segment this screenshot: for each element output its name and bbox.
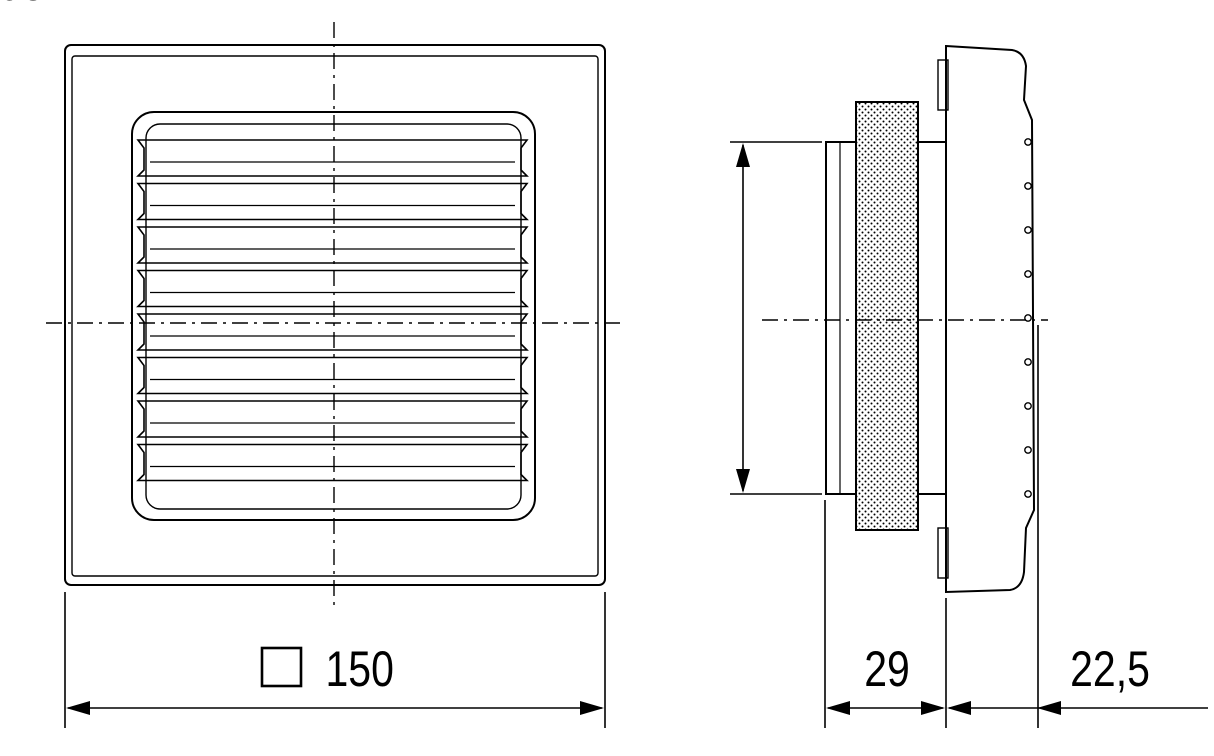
louvre-slat	[136, 226, 529, 264]
louvre-pivot	[1024, 446, 1032, 454]
clip-bottom	[937, 527, 949, 579]
inner-frame	[71, 55, 599, 577]
louvre-pivot	[1024, 226, 1032, 234]
square-icon	[260, 646, 303, 688]
offset-arrow-left	[947, 701, 971, 715]
louvre-slat	[136, 313, 529, 351]
width-arrow-right	[580, 701, 604, 715]
width-dimension	[64, 592, 606, 728]
louvre-pivot	[1024, 138, 1032, 146]
width-label: 150	[326, 641, 394, 697]
diameter-label: Ø 98	[0, 0, 44, 11]
louvre-pivots	[1024, 138, 1032, 498]
louvre-slat	[136, 356, 529, 395]
louvre-slat	[136, 400, 529, 438]
offset-label: 22,5	[1070, 641, 1150, 697]
filter-block	[855, 101, 919, 531]
louvre-pivot	[1024, 490, 1032, 498]
louvre-pivot	[1024, 314, 1032, 322]
diameter-dimension	[730, 141, 822, 495]
depth-dimensions	[824, 325, 1208, 728]
depth-arrow-right	[921, 701, 945, 715]
louvre-slat	[136, 182, 529, 221]
louvre-pivot	[1024, 270, 1032, 278]
louvre-group	[136, 139, 529, 482]
cover-housing	[945, 44, 1036, 594]
louvre-pivot	[1024, 182, 1032, 190]
spigot-right-body	[917, 141, 947, 495]
louvre-pivot	[1024, 402, 1032, 410]
offset-arrow-right	[1037, 701, 1061, 715]
clip-top	[937, 59, 949, 111]
front-centerlines	[46, 22, 622, 608]
diameter-arrow-top	[736, 143, 750, 167]
diameter-arrow-bottom	[736, 469, 750, 493]
louvre-pivot	[1024, 358, 1032, 366]
width-arrow-left	[66, 701, 90, 715]
depth-arrow-left	[826, 701, 850, 715]
louvre-slat	[136, 443, 529, 482]
duct-spigot	[825, 141, 857, 495]
side-view	[825, 44, 1036, 594]
outer-frame	[64, 44, 606, 586]
louvre-slat	[136, 269, 529, 308]
louvre-slat	[136, 139, 529, 177]
depth-label: 29	[864, 641, 910, 697]
front-view	[64, 44, 606, 586]
